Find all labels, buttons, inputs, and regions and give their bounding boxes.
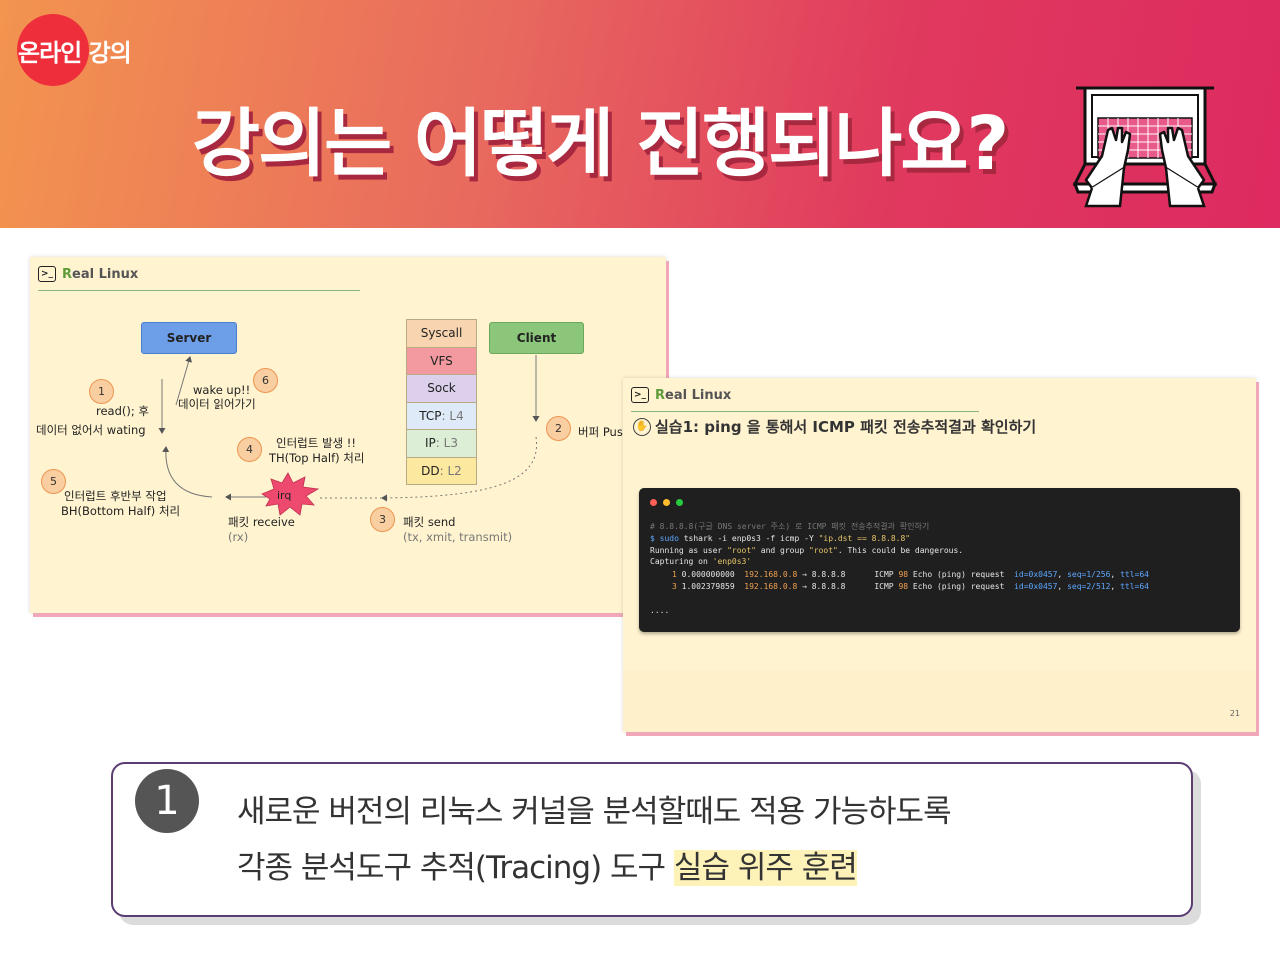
step-3-label-a: 패킷 send (403, 515, 456, 529)
flow-arrows (158, 355, 540, 516)
receive-label-b: (rx) (228, 530, 249, 544)
header-banner: 온라인 강의 강의는 어떻게 진행되나요? (0, 0, 1280, 228)
feature-number: 1 (135, 769, 199, 833)
stack-tcp: TCP: L4 (407, 402, 476, 430)
irq-label: irq (277, 489, 292, 502)
terminal-packet-row: 3 1.002379859 192.168.0.8 → 8.8.8.8 ICMP… (672, 582, 1149, 591)
brand-underline (631, 411, 979, 412)
feature-line-2-text: 각종 분석도구 추적(Tracing) 도구 (237, 850, 674, 886)
stack-dd: DD: L2 (407, 457, 476, 484)
step-6-label-a: wake up!! (193, 383, 251, 397)
terminal-command: $ sudo tshark -i enp0s3 -f icmp -Y "ip.d… (650, 534, 911, 543)
kernel-stack: Syscall VFS Sock TCP: L4 IP: L3 DD: L2 (406, 319, 477, 485)
feature-line-2: 각종 분석도구 추적(Tracing) 도구 실습 위주 훈련 (237, 842, 858, 887)
step-1-label-a: read(); 후 (96, 404, 149, 418)
client-box: Client (489, 322, 584, 354)
terminal-window: # 8.8.8.8(구글 DNS server 주소) 로 ICMP 패킷 전송… (639, 488, 1240, 632)
raised-hand-icon: ✋ (633, 417, 651, 436)
badge-circle (17, 14, 89, 86)
step-4-label-b: TH(Top Half) 처리 (269, 451, 365, 465)
page-number: 21 (1229, 709, 1240, 718)
stack-sock: Sock (407, 375, 476, 403)
feature-info-box: 1 새로운 버전의 리눅스 커널을 분석할때도 적용 가능하도록 각종 분석도구… (111, 762, 1193, 917)
page-title: 강의는 어떻게 진행되나요? (192, 101, 1009, 187)
server-box: Server (141, 322, 237, 354)
terminal-icon: >_ (38, 266, 56, 282)
step-1-label-b: 데이터 없어서 wating (36, 423, 146, 437)
step-6-marker: 6 (253, 368, 278, 393)
terminal-packet-row: 1 0.000000000 192.168.0.8 → 8.8.8.8 ICMP… (672, 570, 1149, 579)
terminal-icon: >_ (631, 387, 649, 403)
slide-footer-area (623, 670, 1256, 732)
step-5-label-b: BH(Bottom Half) 처리 (61, 504, 181, 518)
feature-line-1: 새로운 버전의 리눅스 커널을 분석할때도 적용 가능하도록 (237, 794, 952, 830)
maximize-dot-icon (676, 499, 683, 506)
terminal-comment: # 8.8.8.8(구글 DNS server 주소) 로 ICMP 패킷 전송… (650, 522, 930, 531)
brand-rest: eal Linux (665, 387, 732, 403)
feature-highlight: 실습 위주 훈련 (673, 850, 858, 886)
brand-underline (38, 290, 360, 291)
stack-syscall: Syscall (407, 320, 476, 348)
brand-prefix: R (655, 387, 666, 403)
brand-rest: eal Linux (72, 266, 139, 282)
lab-title: ✋ 실습1: ping 을 통해서 ICMP 패킷 전송추적결과 확인하기 (633, 416, 1036, 437)
step-4-label-a: 인터럽트 발생 !! (276, 436, 357, 450)
online-lecture-badge: 온라인 강의 (18, 39, 132, 67)
brand-prefix: R (62, 266, 73, 282)
step-2-label: 버퍼 Pus (578, 425, 623, 439)
close-dot-icon (650, 499, 657, 506)
minimize-dot-icon (663, 499, 670, 506)
step-6-label-b: 데이터 읽어가기 (178, 397, 256, 411)
receive-label-a: 패킷 receive (228, 515, 295, 529)
terminal-running-line: Running as user "root" and group "root".… (650, 546, 964, 555)
stack-ip: IP: L3 (407, 430, 476, 458)
lab-title-text: 실습1: ping 을 통해서 ICMP 패킷 전송추적결과 확인하기 (655, 418, 1037, 436)
terminal-ellipsis: .... (650, 606, 670, 615)
step-4-marker: 4 (237, 437, 262, 462)
step-5-label-a: 인터럽트 후반부 작업 (64, 489, 167, 503)
step-3-marker: 3 (370, 507, 395, 532)
step-2-marker: 2 (546, 416, 571, 441)
step-1-marker: 1 (89, 379, 114, 404)
step-5-marker: 5 (41, 469, 66, 494)
step-3-label-b: (tx, xmit, transmit) (403, 530, 513, 544)
terminal-capturing-line: Capturing on 'enp0s3' (650, 557, 752, 566)
laptop-typing-icon (1072, 86, 1218, 208)
stack-vfs: VFS (407, 347, 476, 375)
